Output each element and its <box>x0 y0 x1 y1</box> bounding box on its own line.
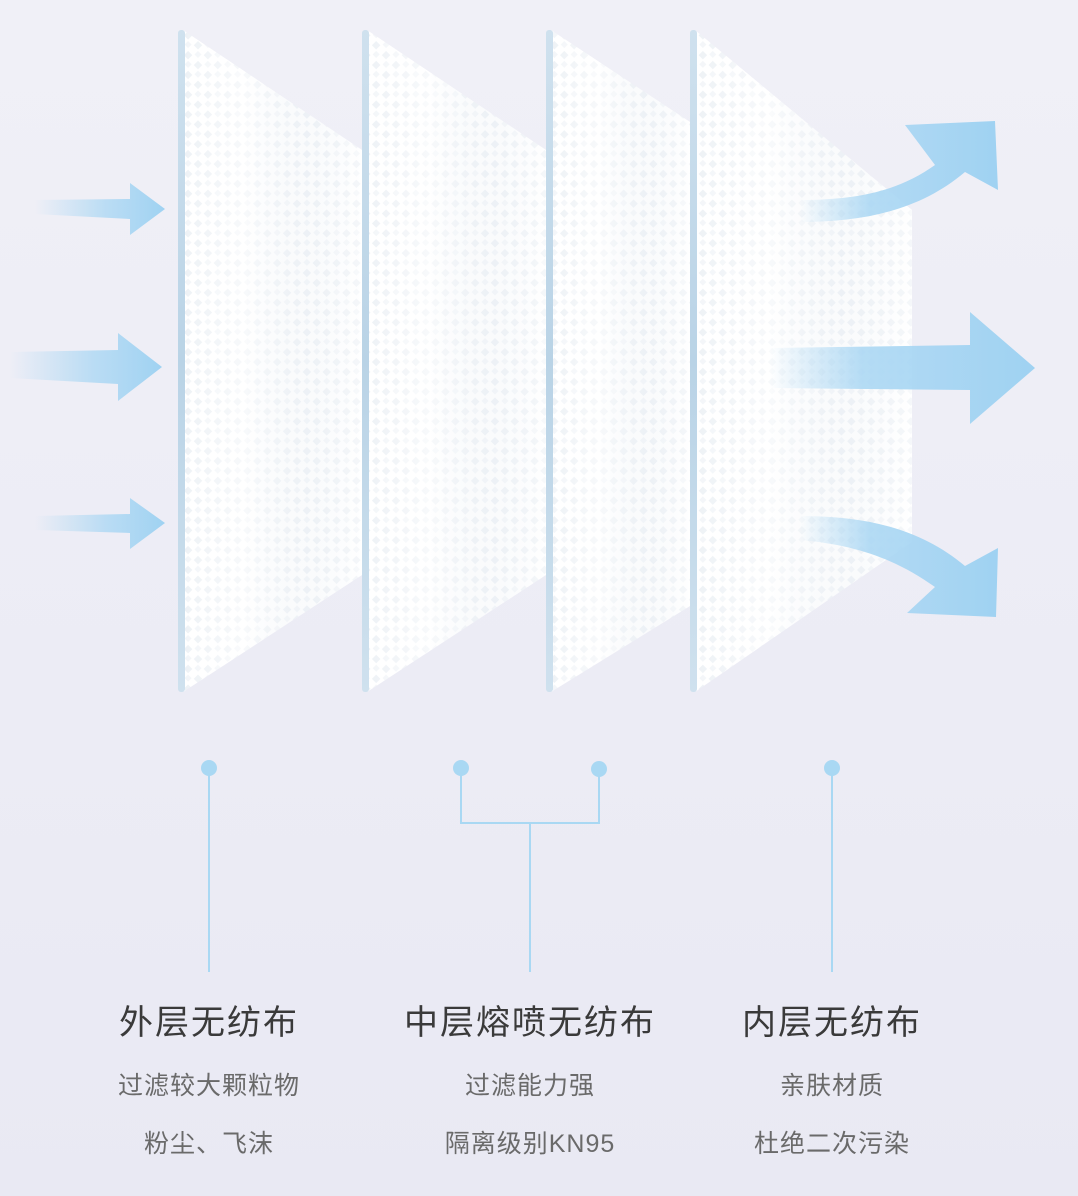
inbound-arrows <box>10 183 165 549</box>
outer-layer-desc-2: 粉尘、飞沫 <box>143 1130 274 1158</box>
filter-layer-3 <box>546 30 690 692</box>
outer-layer-desc-1: 过滤较大颗粒物 <box>117 1072 300 1100</box>
outbound-arrow-middle <box>770 312 1035 424</box>
middle-layer-desc-2: 隔离级别KN95 <box>444 1130 616 1158</box>
label-middle-layer: 中层熔喷无纺布 过滤能力强 隔离级别KN95 <box>380 995 680 1173</box>
outbound-arrow-top <box>800 121 998 222</box>
inbound-arrow-middle <box>10 333 162 401</box>
connector-outer <box>201 760 217 972</box>
inbound-arrow-top <box>35 183 165 235</box>
label-outer-layer: 外层无纺布 过滤较大颗粒物 粉尘、飞沫 <box>59 995 359 1173</box>
inbound-arrow-bottom <box>35 498 165 549</box>
outbound-arrows <box>770 121 1035 617</box>
filter-layer-2 <box>362 30 546 692</box>
inner-layer-desc-1: 亲肤材质 <box>779 1072 884 1100</box>
inner-layer-title: 内层无纺布 <box>742 1004 922 1042</box>
connector-inner <box>824 760 840 972</box>
middle-layer-desc-1: 过滤能力强 <box>464 1072 595 1100</box>
outbound-arrow-bottom <box>800 516 998 617</box>
filter-layer-1 <box>178 30 362 692</box>
inner-layer-desc-2: 杜绝二次污染 <box>753 1130 910 1158</box>
outer-layer-title: 外层无纺布 <box>119 1004 299 1042</box>
connector-middle <box>453 760 607 972</box>
middle-layer-title: 中层熔喷无纺布 <box>404 1004 656 1042</box>
label-inner-layer: 内层无纺布 亲肤材质 杜绝二次污染 <box>682 995 982 1173</box>
